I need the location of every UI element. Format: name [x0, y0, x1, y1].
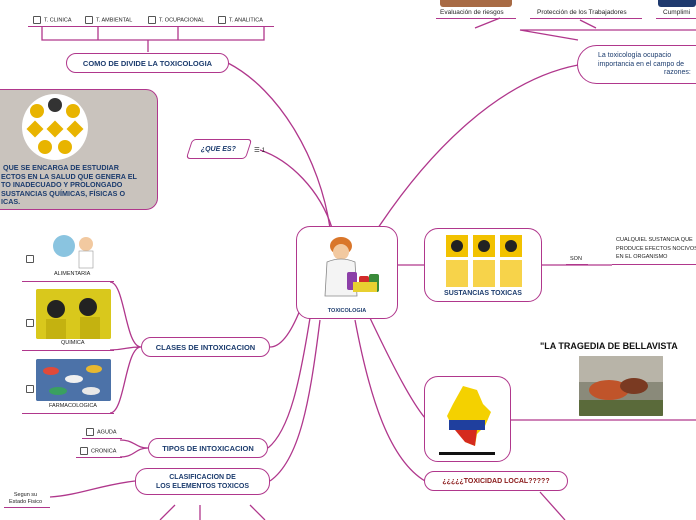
- underline: [22, 413, 114, 414]
- item-label: T. OCUPACIONAL: [159, 17, 205, 24]
- underline: [4, 507, 50, 508]
- node-que-es[interactable]: ¿QUE ES?: [185, 139, 253, 159]
- node-clasificacion[interactable]: CLASIFICACION DE LOS ELEMENTOS TOXICOS: [135, 468, 270, 495]
- item-t-ambiental[interactable]: T. AMBIENTAL: [85, 16, 132, 24]
- underline: [82, 438, 122, 439]
- hazard-symbols-icon: [22, 94, 88, 160]
- central-node[interactable]: TOXICOLOGIA: [296, 226, 398, 319]
- underline: [436, 18, 516, 19]
- clase-farmacologica: FARMACOLOGICA: [49, 403, 97, 409]
- item-label: T. AMBIENTAL: [96, 17, 133, 24]
- checkbox-icon[interactable]: [148, 16, 156, 24]
- definition-text: QUE SE ENCARGA DE ESTUDIAR ECTOS EN LA S…: [0, 163, 145, 207]
- definition-line: SUSTANCIAS QUÍMICAS, FÍSICAS O: [1, 188, 126, 198]
- ocupacional-line: razones:: [664, 69, 691, 76]
- clase-quimica: QUIMICA: [61, 340, 85, 346]
- farmacologica-image: [36, 359, 111, 401]
- checkbox-icon[interactable]: [86, 428, 94, 436]
- top-item-evaluacion: Evaluación de riesgos: [440, 9, 504, 16]
- checkbox-alimentaria[interactable]: [26, 250, 37, 268]
- item-t-analitica[interactable]: T. ANALITICA: [218, 16, 263, 24]
- tipo-label: CRONICA: [91, 448, 117, 455]
- notes-count[interactable]: ☰ 1: [254, 146, 265, 154]
- checkbox-quimica[interactable]: [26, 314, 37, 332]
- item-label: T. CLINICA: [44, 17, 72, 24]
- sustancias-desc-line: CUALQUIEL SUSTANCIA QUE: [616, 237, 693, 243]
- checkbox-icon[interactable]: [80, 447, 88, 455]
- definition-line: QUE SE ENCARGA DE ESTUDIAR: [3, 163, 119, 172]
- node-tipos[interactable]: TIPOS DE INTOXICACION: [148, 438, 268, 458]
- sustancias-label: SUSTANCIAS TOXICAS: [444, 290, 522, 297]
- sustancias-desc-line: PRODUCE EFECTOS NOCIVOS: [616, 245, 696, 252]
- node-clases[interactable]: CLASES DE INTOXICACION: [141, 337, 270, 357]
- bellavista-image: [579, 356, 663, 416]
- alimentaria-image: [50, 230, 100, 270]
- definition-line: ECTOS EN LA SALUD QUE GENERA EL: [1, 171, 137, 181]
- notes-count-value: 1: [261, 147, 266, 154]
- ocupacional-line: importancia en el campo de: [598, 60, 684, 68]
- ocupacional-line: La toxicología ocupacio: [598, 52, 672, 59]
- underline: [566, 264, 588, 265]
- toxic-symbols-icon: [446, 235, 522, 287]
- clasificacion-item[interactable]: Segun su Estado Fisico: [9, 492, 42, 505]
- checkbox-icon[interactable]: [218, 16, 226, 24]
- node-ocupacional[interactable]: La toxicología ocupacio importancia en e…: [577, 45, 696, 84]
- underline: [22, 350, 114, 351]
- definition-line: ICAS.: [1, 197, 21, 207]
- underline: [28, 26, 274, 27]
- sustancias-desc[interactable]: CUALQUIEL SUSTANCIA QUE PRODUCE EFECTOS …: [616, 236, 696, 262]
- underline: [76, 457, 122, 458]
- colombia-map-icon: [439, 386, 495, 455]
- underline: [530, 18, 642, 19]
- clase-alimentaria: ALIMENTARIA: [54, 271, 91, 277]
- scientist-icon: [324, 237, 379, 297]
- node-como-divide[interactable]: COMO DE DIVIDE LA TOXICOLOGIA: [66, 53, 229, 73]
- underline: [22, 281, 114, 282]
- node-colombia[interactable]: [424, 376, 511, 462]
- node-que-es-label: ¿QUE ES?: [201, 145, 237, 153]
- cumplimiento-image: [658, 0, 696, 7]
- list-icon: ☰: [254, 147, 260, 154]
- tipo-aguda[interactable]: AGUDA: [86, 428, 117, 436]
- tipo-label: AGUDA: [97, 429, 117, 436]
- checkbox-icon[interactable]: [26, 318, 34, 327]
- top-item-cumplimiento: Cumplimi: [663, 9, 691, 16]
- checkbox-icon[interactable]: [85, 16, 93, 24]
- tipo-cronica[interactable]: CRONICA: [80, 447, 116, 455]
- clasificacion-item-line: Segun su: [13, 492, 38, 498]
- definition-card[interactable]: QUE SE ENCARGA DE ESTUDIAR ECTOS EN LA S…: [0, 89, 158, 210]
- definition-line: TO INADECUADO Y PROLONGADO: [1, 180, 123, 190]
- clasificacion-line: CLASIFICACION DE: [169, 473, 236, 481]
- sustancias-desc-line: EN EL ORGANISMO: [616, 254, 668, 261]
- underline: [612, 264, 696, 265]
- node-toxicidad-local[interactable]: ¿¿¿¿¿TOXICIDAD LOCAL?????: [424, 471, 568, 491]
- evaluacion-image: [440, 0, 512, 7]
- connector-son: SON: [570, 256, 582, 262]
- item-t-ocupacional[interactable]: T. OCUPACIONAL: [148, 16, 204, 24]
- item-label: T. ANALITICA: [229, 17, 263, 24]
- checkbox-farmacologica[interactable]: [26, 380, 37, 398]
- checkbox-icon[interactable]: [33, 16, 41, 24]
- checkbox-icon[interactable]: [26, 254, 34, 263]
- checkbox-icon[interactable]: [26, 384, 34, 393]
- underline: [656, 18, 696, 19]
- quimica-image: [36, 289, 111, 339]
- central-label: TOXICOLOGIA: [327, 308, 367, 314]
- node-sustancias[interactable]: SUSTANCIAS TOXICAS: [424, 228, 542, 302]
- item-t-clinica[interactable]: T. CLINICA: [33, 16, 72, 24]
- top-item-proteccion: Protección de los Trabajadores: [537, 9, 627, 16]
- clasificacion-line: LOS ELEMENTOS TOXICOS: [155, 482, 250, 490]
- clasificacion-item-line: Estado Fisico: [9, 498, 43, 505]
- bellavista-title: "LA TRAGEDIA DE BELLAVISTA: [540, 341, 678, 351]
